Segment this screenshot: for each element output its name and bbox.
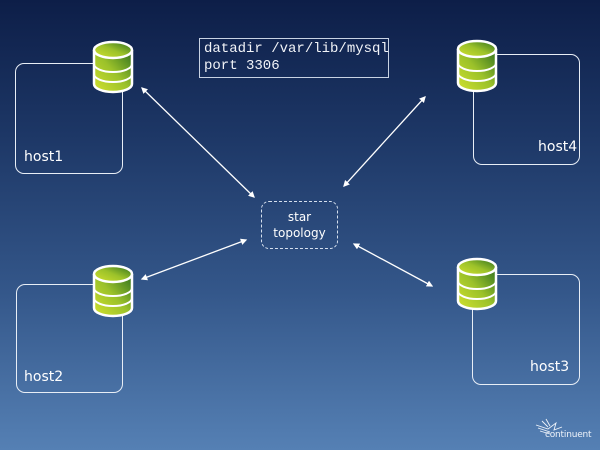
config-datadir: datadir /var/lib/mysql — [204, 41, 389, 57]
database-icon — [456, 257, 498, 311]
host3-label: host3 — [530, 359, 570, 375]
config-box: datadir /var/lib/mysql port 3306 — [199, 38, 389, 78]
arrow-host1-star — [141, 87, 255, 198]
database-icon — [456, 39, 498, 93]
host2-label: host2 — [24, 369, 64, 385]
host3-box — [472, 274, 580, 385]
continuent-logo-text: continuent — [545, 430, 592, 440]
host2-box — [16, 284, 123, 393]
host1-box — [15, 63, 123, 174]
continuent-logo-icon — [535, 418, 563, 435]
database-icon — [92, 264, 134, 318]
arrow-host3-star — [352, 243, 434, 287]
star-label-line1: star — [287, 210, 312, 224]
host4-box — [473, 54, 580, 165]
config-port: port 3306 — [204, 58, 280, 74]
arrow-host4-star — [343, 96, 426, 187]
star-topology-node: star topology — [261, 201, 338, 249]
host4-label: host4 — [538, 139, 578, 155]
star-label-line2: topology — [273, 226, 326, 240]
host1-label: host1 — [24, 149, 64, 165]
arrow-host2-star — [140, 238, 248, 281]
database-icon — [92, 40, 134, 94]
